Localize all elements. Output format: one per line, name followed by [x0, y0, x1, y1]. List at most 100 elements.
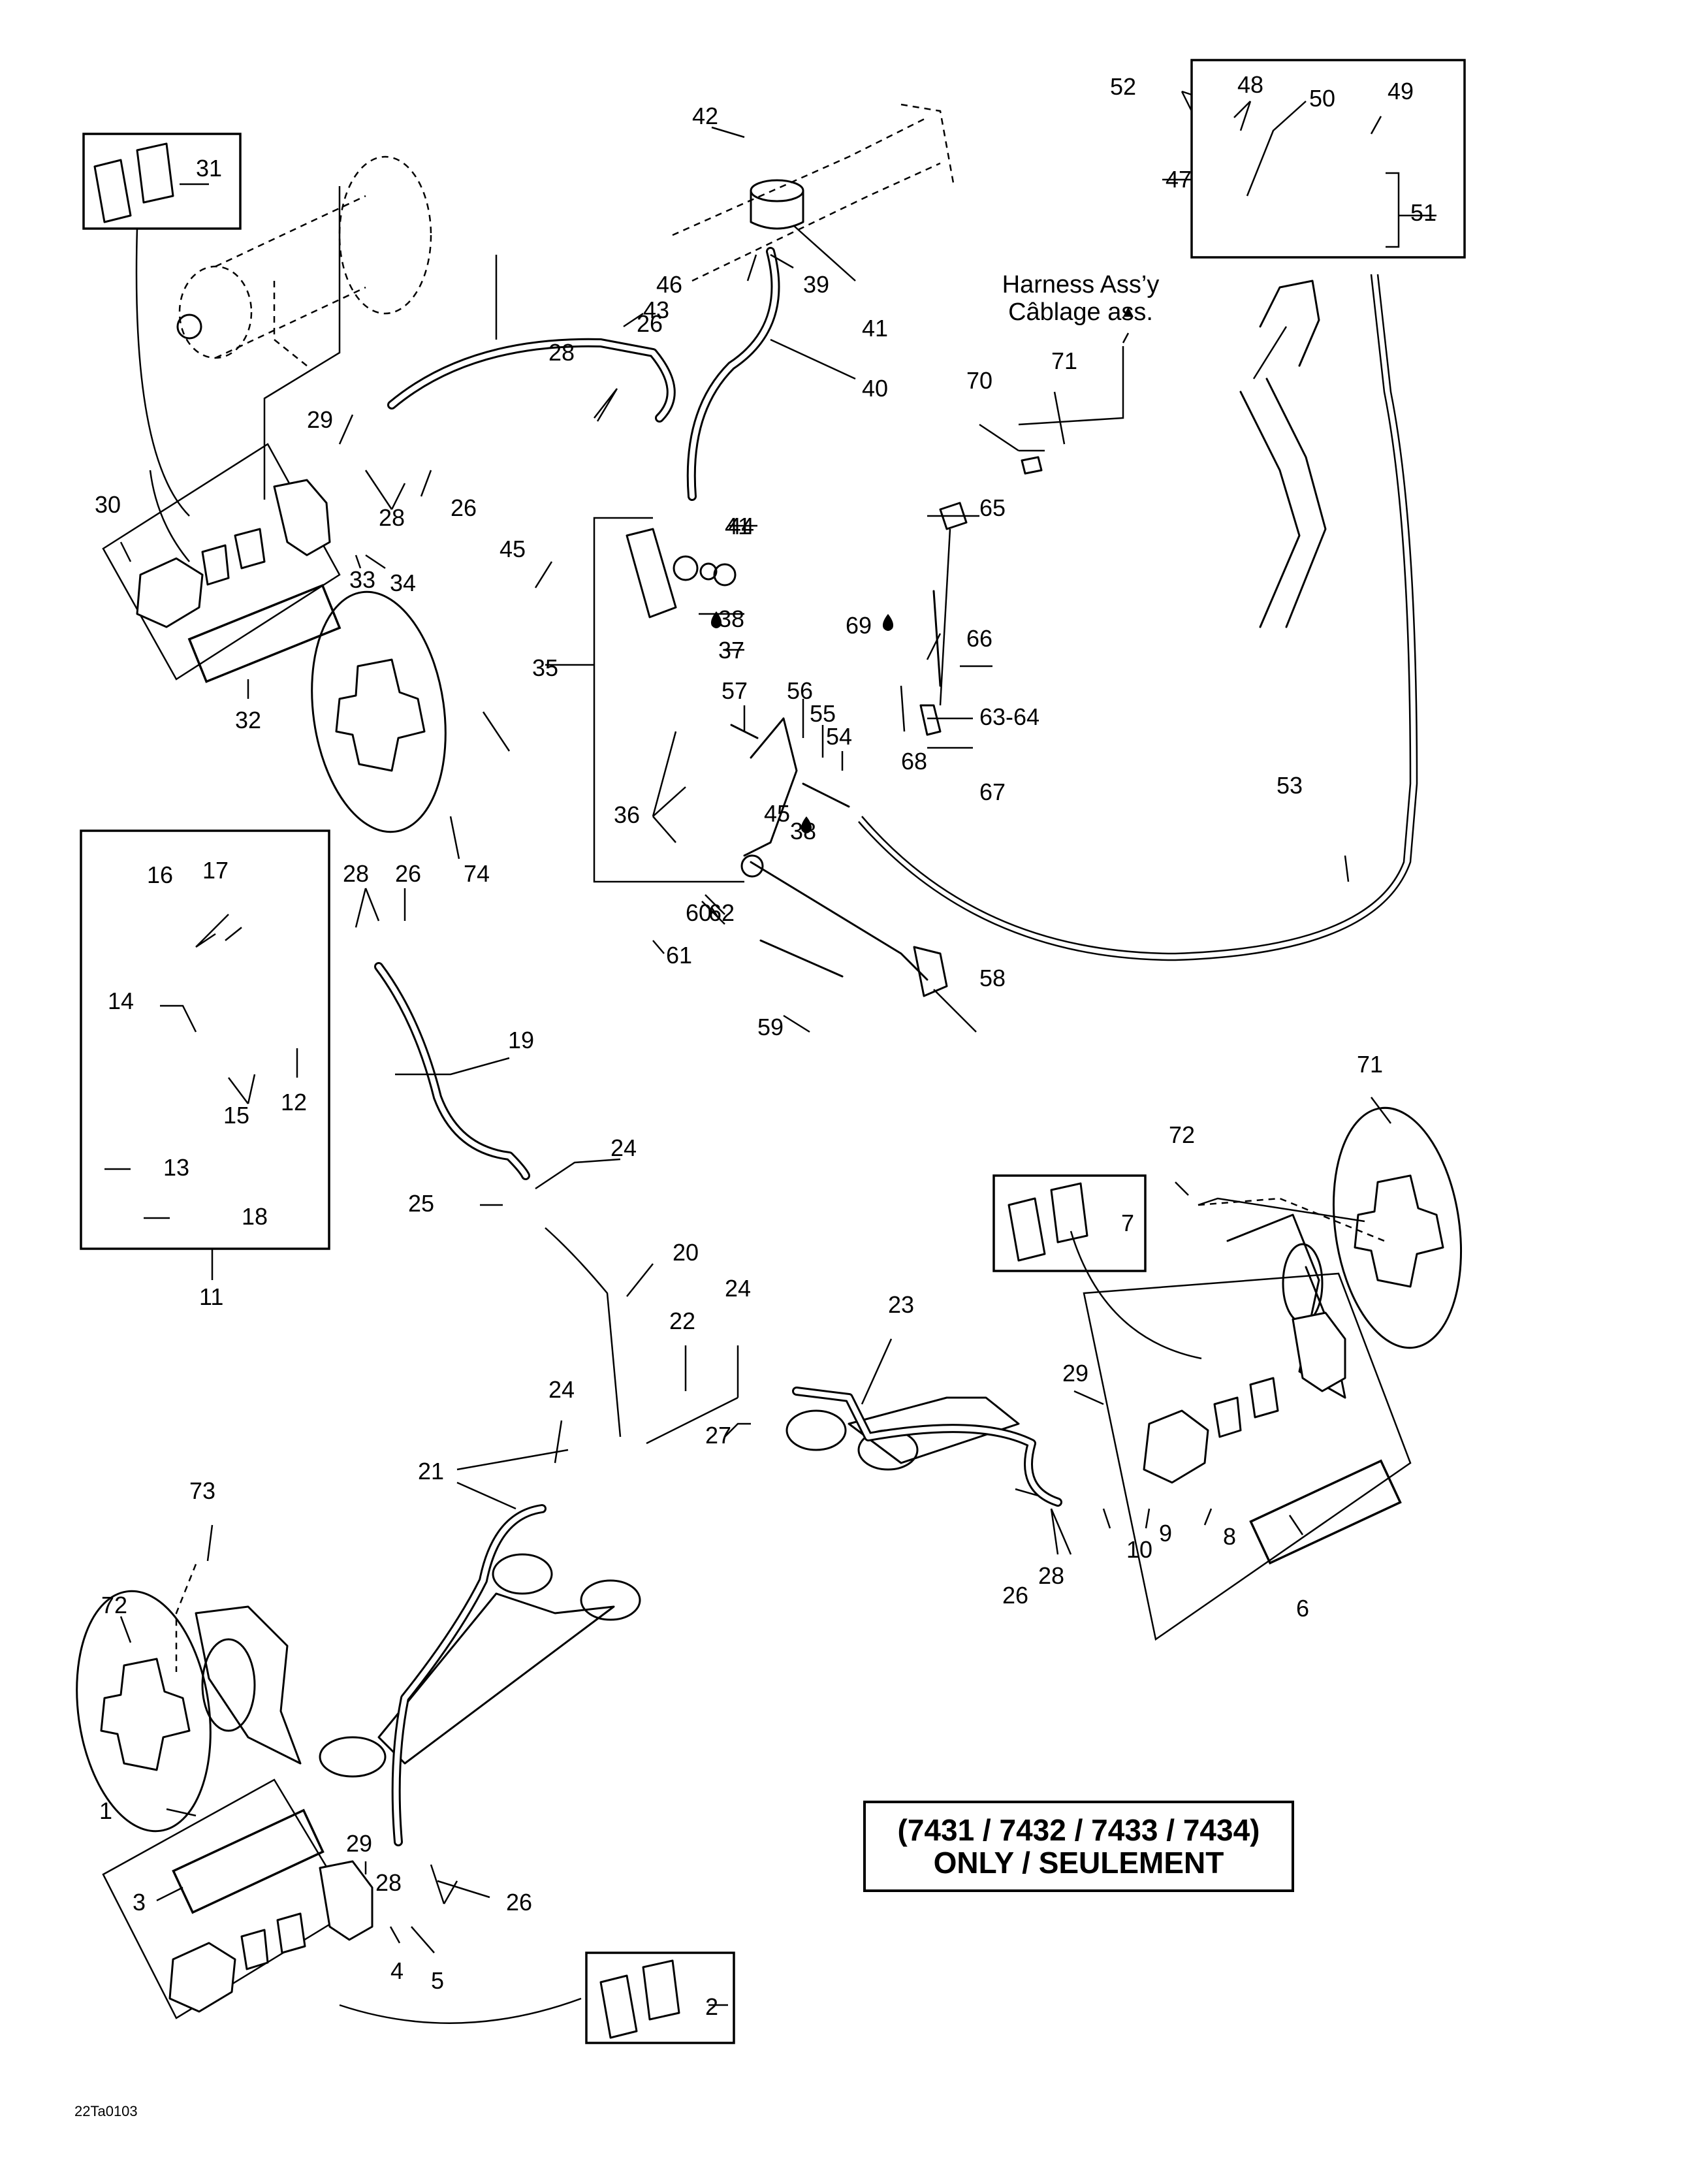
- callout: 29: [307, 406, 333, 433]
- callout: 5: [431, 1967, 444, 1994]
- brake-hose-21: [391, 1504, 547, 1846]
- callout: 69: [846, 612, 872, 639]
- hand-master-cylinder-box-11: [80, 829, 330, 1250]
- brake-disc-73: [311, 590, 447, 833]
- callout: 66: [966, 625, 992, 652]
- callout: 39: [803, 271, 829, 298]
- callout: 17: [202, 857, 229, 884]
- callout: 36: [614, 801, 640, 828]
- callout: 26: [395, 860, 421, 887]
- callout: 40: [862, 375, 888, 402]
- callout: 73: [189, 1477, 215, 1504]
- callout: 56: [787, 677, 813, 704]
- callout: 24: [611, 1134, 637, 1161]
- callout: 22: [669, 1308, 695, 1334]
- brake-hose-42: [387, 338, 676, 423]
- brake-pedal-57: [740, 717, 948, 997]
- callout: 10: [1126, 1536, 1152, 1563]
- brake-disc-71-left: [76, 1590, 212, 1833]
- callout: 18: [242, 1203, 268, 1230]
- callout: 11: [199, 1283, 223, 1310]
- callout: 19: [508, 1027, 534, 1053]
- pin-kit-box-32: [187, 584, 341, 683]
- callout: 2: [705, 1993, 718, 2020]
- callout: 60: [686, 899, 712, 926]
- callout: 12: [281, 1089, 307, 1116]
- callout: 65: [979, 494, 1006, 521]
- callout: 26: [637, 310, 663, 337]
- callout: 46: [656, 271, 682, 298]
- brake-cable-52-inner: [858, 274, 1418, 961]
- callout: 41: [862, 315, 888, 342]
- callout: 45: [764, 800, 790, 827]
- callout: 28: [379, 504, 405, 531]
- harness-note-en: Harness Ass’y: [1002, 271, 1160, 298]
- callout: 27: [705, 1422, 731, 1449]
- pin-kit-box-3: [172, 1808, 325, 1914]
- callout: 38: [718, 605, 744, 632]
- callout: 14: [108, 988, 134, 1014]
- pad-kit-box-7: [992, 1174, 1147, 1272]
- brake-pads-2: [599, 1959, 680, 2039]
- caliper-group-outline-6: [1083, 1272, 1412, 1641]
- caliper-1-parts: [168, 1860, 373, 2013]
- brake-switch-62: [919, 502, 968, 736]
- harness-note-fr: Câblage ass.: [1008, 298, 1153, 326]
- callout: 26: [506, 1889, 532, 1916]
- callout: 68: [901, 748, 927, 775]
- callout: 34: [390, 570, 416, 596]
- callout: 61: [666, 942, 692, 969]
- callout: 28: [548, 339, 575, 366]
- reservoir-hose-40: [686, 247, 780, 501]
- leader-lines: [104, 90, 1436, 2024]
- brake-line-20: [545, 1227, 622, 1437]
- brake-line-22: [646, 1396, 738, 1445]
- callout: 9: [1159, 1520, 1172, 1547]
- callout: 26: [451, 494, 477, 521]
- callout: 62: [708, 899, 735, 926]
- callout: 32: [235, 707, 261, 733]
- callout: 71: [1357, 1051, 1383, 1078]
- rear-caliper-bracket-lines: [263, 186, 341, 500]
- model-only-label: ONLY / SEULEMENT: [933, 1846, 1224, 1880]
- caliper-30-parts: [136, 479, 331, 628]
- callout: 33: [349, 566, 375, 593]
- spring-53: [802, 782, 850, 808]
- grease-drop-icon: [882, 614, 894, 631]
- callout: 7: [1121, 1210, 1134, 1236]
- callout: 28: [375, 1869, 402, 1896]
- callout: 35: [532, 654, 558, 681]
- callout: 4: [390, 1957, 404, 1984]
- pin-kit-box-8: [1249, 1459, 1402, 1565]
- callout: 48: [1237, 71, 1263, 98]
- callout: 30: [95, 491, 121, 518]
- callout: 28: [343, 860, 369, 887]
- callout: 55: [810, 700, 836, 727]
- rear-axle-housing: [176, 155, 432, 366]
- callout: 38: [790, 818, 816, 844]
- brake-pads-31: [93, 142, 174, 223]
- brake-pads-7: [1008, 1182, 1088, 1262]
- pad-kit-box-2: [585, 1951, 735, 2044]
- callout: 15: [223, 1102, 249, 1129]
- callout: 42: [692, 103, 718, 129]
- callout: 41: [725, 513, 751, 539]
- grease-drop-icon: [710, 611, 722, 628]
- callout: 8: [1223, 1523, 1236, 1550]
- callout: 52: [1110, 73, 1136, 100]
- figure-code: 22Ta0103: [74, 2103, 138, 2119]
- callout: 29: [346, 1830, 372, 1857]
- callout: 47: [1166, 166, 1192, 193]
- callout: 16: [147, 861, 173, 888]
- bracket-50: [1386, 172, 1400, 248]
- lever-kit-box-46: [1190, 59, 1466, 259]
- callout: 24: [548, 1376, 575, 1403]
- callout: 72: [1169, 1121, 1195, 1148]
- callout: 25: [408, 1190, 434, 1217]
- harness-arrow-icon: [1123, 307, 1134, 317]
- brake-cable-52: [861, 274, 1412, 955]
- callout: 54: [826, 723, 852, 750]
- caliper-6-parts: [1143, 1311, 1346, 1484]
- pad-kit-box-31: [82, 133, 242, 230]
